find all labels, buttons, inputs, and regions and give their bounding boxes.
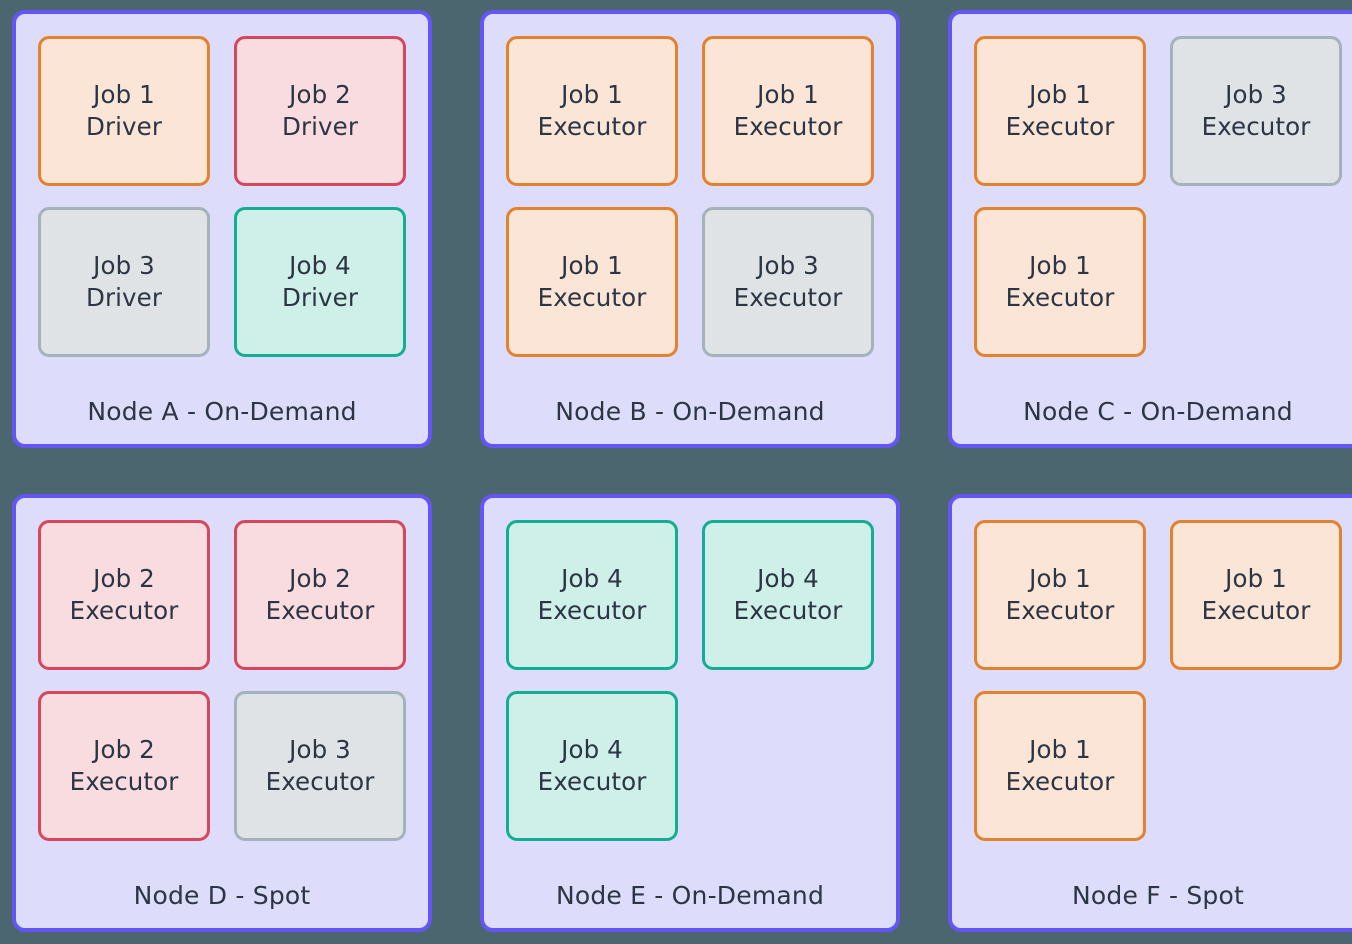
job-name: Job 3 — [289, 735, 351, 765]
job-role: Executor — [1005, 596, 1115, 625]
job-role: Executor — [69, 596, 179, 625]
job-name: Job 1 — [561, 251, 623, 281]
job-role: Executor — [1005, 283, 1115, 312]
job-name: Job 4 — [289, 251, 351, 281]
job-name: Job 4 — [561, 564, 623, 594]
job-name: Job 1 — [757, 80, 819, 110]
job-role: Executor — [1201, 596, 1311, 625]
job-role: Executor — [537, 596, 647, 625]
job-role: Executor — [1005, 767, 1115, 796]
node-label: Node D - Spot — [133, 881, 311, 910]
job-name: Job 2 — [289, 564, 351, 594]
job-role: Executor — [537, 767, 647, 796]
job-role: Executor — [265, 767, 375, 796]
job-name: Job 2 — [289, 80, 351, 110]
node-label: Node A - On-Demand — [87, 397, 357, 426]
job-role: Executor — [537, 112, 647, 141]
job-name: Job 1 — [1225, 564, 1287, 594]
job-role: Executor — [1201, 112, 1311, 141]
job-name: Job 1 — [1029, 251, 1091, 281]
job-name: Job 4 — [757, 564, 819, 594]
node-label: Node F - Spot — [1072, 881, 1244, 910]
job-name: Job 4 — [561, 735, 623, 765]
job-role: Driver — [282, 283, 358, 312]
job-name: Job 3 — [93, 251, 155, 281]
job-role: Executor — [69, 767, 179, 796]
job-name: Job 2 — [93, 564, 155, 594]
job-name: Job 1 — [561, 80, 623, 110]
job-role: Executor — [733, 283, 843, 312]
job-name: Job 3 — [1225, 80, 1287, 110]
job-name: Job 3 — [757, 251, 819, 281]
node-label: Node C - On-Demand — [1023, 397, 1293, 426]
job-name: Job 1 — [1029, 735, 1091, 765]
job-role: Driver — [86, 283, 162, 312]
job-name: Job 2 — [93, 735, 155, 765]
job-name: Job 1 — [1029, 564, 1091, 594]
job-role: Driver — [86, 112, 162, 141]
job-name: Job 1 — [93, 80, 155, 110]
job-role: Executor — [537, 283, 647, 312]
node-label: Node E - On-Demand — [555, 881, 825, 910]
job-name: Job 1 — [1029, 80, 1091, 110]
job-role: Driver — [282, 112, 358, 141]
job-role: Executor — [265, 596, 375, 625]
node-label: Node B - On-Demand — [555, 397, 825, 426]
job-role: Executor — [733, 112, 843, 141]
job-role: Executor — [1005, 112, 1115, 141]
job-role: Executor — [733, 596, 843, 625]
